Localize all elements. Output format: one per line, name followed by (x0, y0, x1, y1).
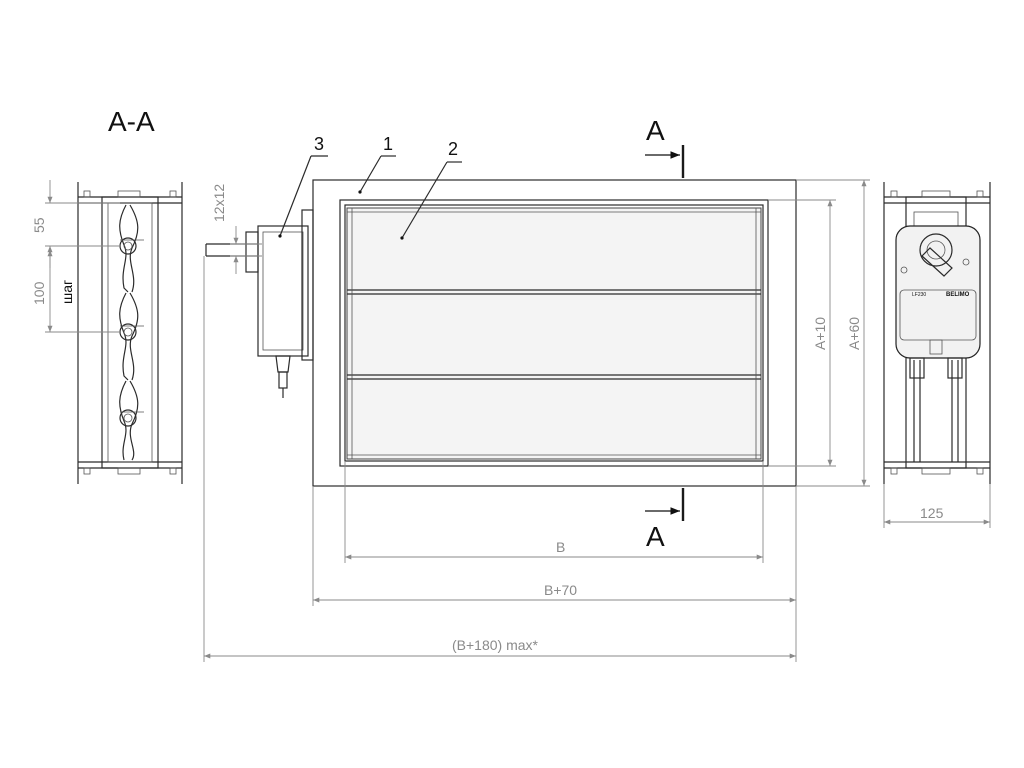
side-view: BELIMO LF230 125 (883, 182, 991, 528)
callout-1: 1 (383, 134, 393, 154)
callout-2: 2 (448, 139, 458, 159)
dim-outer-width: B+70 (544, 582, 577, 598)
dim-inner-height: A+10 (812, 317, 828, 350)
blade-2 (346, 289, 762, 376)
dim-outer-height: A+60 (846, 317, 862, 350)
dim-shaft: 12x12 (211, 184, 227, 222)
front-view: 12x12 3 1 2 A A A+10 A+60 B (203, 115, 870, 662)
section-title: A-A (108, 106, 155, 137)
section-arrow-top: A (646, 115, 665, 146)
belimo-actuator: BELIMO LF230 (895, 225, 981, 379)
dim-pitch-first: 55 (31, 217, 47, 233)
actuator-brand: BELIMO (946, 292, 970, 298)
dim-pitch-word: шаг (59, 280, 75, 304)
section-arrow-bottom: A (646, 521, 665, 552)
callout-3: 3 (314, 134, 324, 154)
dim-inner-width: B (556, 539, 565, 555)
actuator-model: LF230 (912, 292, 926, 298)
blade-1 (346, 207, 762, 291)
blade-3 (346, 374, 762, 460)
section-view: A-A 55 10 (31, 106, 183, 484)
dim-max-width: (B+180) max* (452, 637, 539, 653)
side-actuator (205, 209, 314, 398)
dim-depth: 125 (920, 505, 944, 521)
dim-pitch-step: 100 (31, 281, 47, 305)
